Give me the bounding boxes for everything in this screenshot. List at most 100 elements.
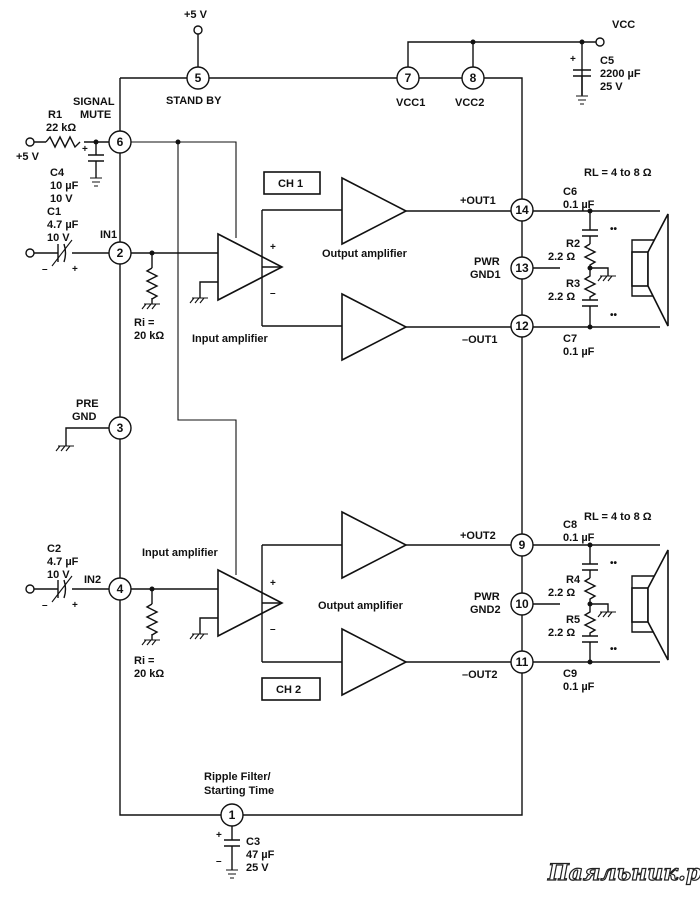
vcc2-label: VCC2 <box>455 97 484 109</box>
c8-value: 0.1 µF <box>563 532 595 544</box>
pin-8: 8 <box>461 66 485 90</box>
junction <box>587 601 593 607</box>
output-amp-ch2-pos <box>341 510 408 580</box>
c3-value: 47 µF <box>246 849 275 861</box>
ic-outline <box>119 77 523 816</box>
ground-icon <box>141 303 160 310</box>
input-amp-ch2-ground <box>199 617 218 634</box>
junction <box>587 324 593 330</box>
vcc-wire <box>407 41 600 95</box>
rl-ch2-label: RL = 4 to 8 Ω <box>584 511 652 523</box>
c4-name: C4 <box>50 167 65 179</box>
junction <box>587 659 593 665</box>
in2-terminal <box>25 584 35 594</box>
spk-dots-ch1-top: •• <box>610 224 618 235</box>
svg-text:12: 12 <box>515 319 529 333</box>
ch2-out-wire <box>406 544 522 663</box>
svg-text:+: + <box>72 600 78 611</box>
ch2-split-wire <box>261 544 342 663</box>
c5-name: C5 <box>600 55 614 67</box>
input-amp-ch2 <box>217 568 284 638</box>
c2-value: 4.7 µF <box>47 556 79 568</box>
vcc1-label: VCC1 <box>396 97 425 109</box>
ri2-name: Ri = <box>134 655 154 667</box>
r2-name: R2 <box>566 238 580 250</box>
junction <box>175 139 181 145</box>
ripple-label-2: Starting Time <box>204 785 274 797</box>
r3-name: R3 <box>566 278 580 290</box>
c1-capacitor: – + <box>42 239 78 275</box>
svg-text:11: 11 <box>516 655 529 669</box>
ri1-resistor <box>145 267 159 300</box>
c7-name: C7 <box>563 333 577 345</box>
c1-name: C1 <box>47 206 61 218</box>
signal-label: SIGNAL <box>73 96 115 108</box>
output-amp-ch2-label: Output amplifier <box>318 600 404 612</box>
pin-9: 9 <box>510 533 534 557</box>
c5-rating: 25 V <box>600 81 623 93</box>
mute-line-ch2 <box>177 142 237 575</box>
pin-7: 7 <box>396 66 420 90</box>
standby-label: STAND BY <box>166 95 222 107</box>
pwr-label-1: PWR <box>474 256 500 268</box>
ch2-label: CH 2 <box>276 684 301 696</box>
pin-3: 3 <box>108 416 132 440</box>
ground-icon <box>189 297 208 304</box>
ch1-split-wire <box>261 209 342 327</box>
c7-value: 0.1 µF <box>563 346 595 358</box>
speaker-ch2-icon <box>631 549 669 661</box>
svg-text:4: 4 <box>117 582 124 596</box>
junction <box>587 265 593 271</box>
out1n-label: –OUT1 <box>462 334 497 346</box>
r4-value: 2.2 Ω <box>548 587 575 599</box>
pin-13: 13 <box>510 256 534 280</box>
c5-capacitor: + <box>570 54 591 105</box>
c4-capacitor: + <box>82 142 104 187</box>
input-amp-ch1-label: Input amplifier <box>192 333 269 345</box>
svg-text:14: 14 <box>515 203 529 217</box>
output-amp-ch1-neg <box>341 292 408 362</box>
r4-name: R4 <box>566 574 581 586</box>
c3-name: C3 <box>246 836 260 848</box>
svg-text:7: 7 <box>405 71 412 85</box>
spk-dots-ch2-bot: •• <box>610 644 618 655</box>
svg-text:2: 2 <box>117 246 124 260</box>
vcc-terminal <box>595 37 605 47</box>
r1-resistor <box>45 135 81 149</box>
pre-label: PRE <box>76 398 99 410</box>
c2-capacitor: – + <box>42 575 78 611</box>
spk-dots-ch1-bot: •• <box>610 310 618 321</box>
c3-capacitor: + – <box>216 830 240 879</box>
ch2-plus: + <box>270 578 276 589</box>
c1-value: 4.7 µF <box>47 219 79 231</box>
in1-label: IN1 <box>100 229 117 241</box>
svg-text:+: + <box>570 54 576 65</box>
svg-text:8: 8 <box>470 71 477 85</box>
svg-text:+: + <box>216 830 222 841</box>
c2-rating: 10 V <box>47 569 70 581</box>
r2-value: 2.2 Ω <box>548 251 575 263</box>
c5-value: 2200 µF <box>600 68 641 80</box>
pin-6: 6 <box>108 130 132 154</box>
pin-4: 4 <box>108 577 132 601</box>
pre-gnd-wire <box>65 427 120 446</box>
r1-name: R1 <box>48 109 62 121</box>
output-amp-ch1-pos <box>341 176 408 246</box>
ri1-name: Ri = <box>134 317 154 329</box>
junction <box>579 39 585 45</box>
svg-text:3: 3 <box>117 421 124 435</box>
svg-text:–: – <box>42 264 48 275</box>
gnd1-label: GND1 <box>470 269 501 281</box>
ripple-label-1: Ripple Filter/ <box>204 771 271 783</box>
c3-rating: 25 V <box>246 862 269 874</box>
output-amp-ch1-label: Output amplifier <box>322 248 408 260</box>
mute-label: MUTE <box>80 109 111 121</box>
rl-ch1-label: RL = 4 to 8 Ω <box>584 167 652 179</box>
pin-2: 2 <box>108 241 132 265</box>
junction <box>93 139 99 145</box>
gnd2-label: GND2 <box>470 604 501 616</box>
speaker-ch1-icon <box>631 213 669 327</box>
c1-rating: 10 V <box>47 232 70 244</box>
ground-icon <box>55 445 74 452</box>
ch2-minus: – <box>270 624 276 635</box>
